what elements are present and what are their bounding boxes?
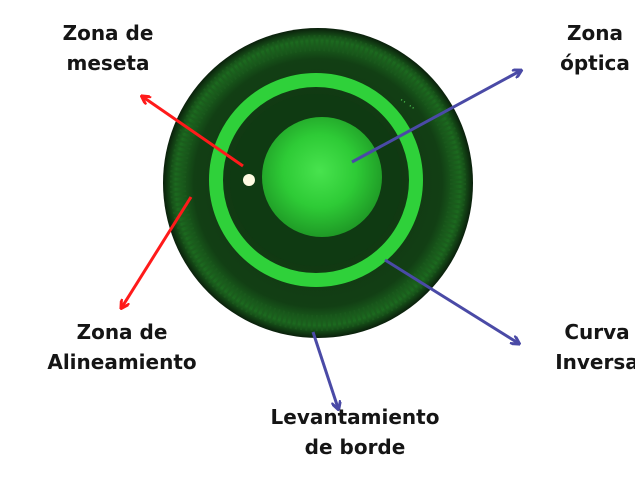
label-zona-optica: Zona óptica bbox=[540, 18, 635, 78]
label-levantamiento-borde-line2: de borde bbox=[235, 432, 475, 462]
label-curva-inversa-line1: Curva bbox=[542, 317, 635, 347]
label-zona-meseta: Zona de meseta bbox=[38, 18, 178, 78]
light-reflection bbox=[243, 174, 255, 186]
arrow-levantamiento bbox=[313, 332, 338, 408]
label-levantamiento-borde-line1: Levantamiento bbox=[235, 402, 475, 432]
label-zona-alineamiento-line1: Zona de bbox=[22, 317, 222, 347]
label-zona-meseta-line2: meseta bbox=[38, 48, 178, 78]
label-levantamiento-borde: Levantamiento de borde bbox=[235, 402, 475, 462]
label-zona-optica-line1: Zona bbox=[540, 18, 635, 48]
label-zona-meseta-line1: Zona de bbox=[38, 18, 178, 48]
label-zona-optica-line2: óptica bbox=[540, 48, 635, 78]
label-zona-alineamiento-line2: Alineamiento bbox=[22, 347, 222, 377]
optic-zone bbox=[262, 117, 382, 237]
label-curva-inversa-line2: Inversa bbox=[542, 347, 635, 377]
label-zona-alineamiento: Zona de Alineamiento bbox=[22, 317, 222, 377]
label-curva-inversa: Curva Inversa bbox=[542, 317, 635, 377]
